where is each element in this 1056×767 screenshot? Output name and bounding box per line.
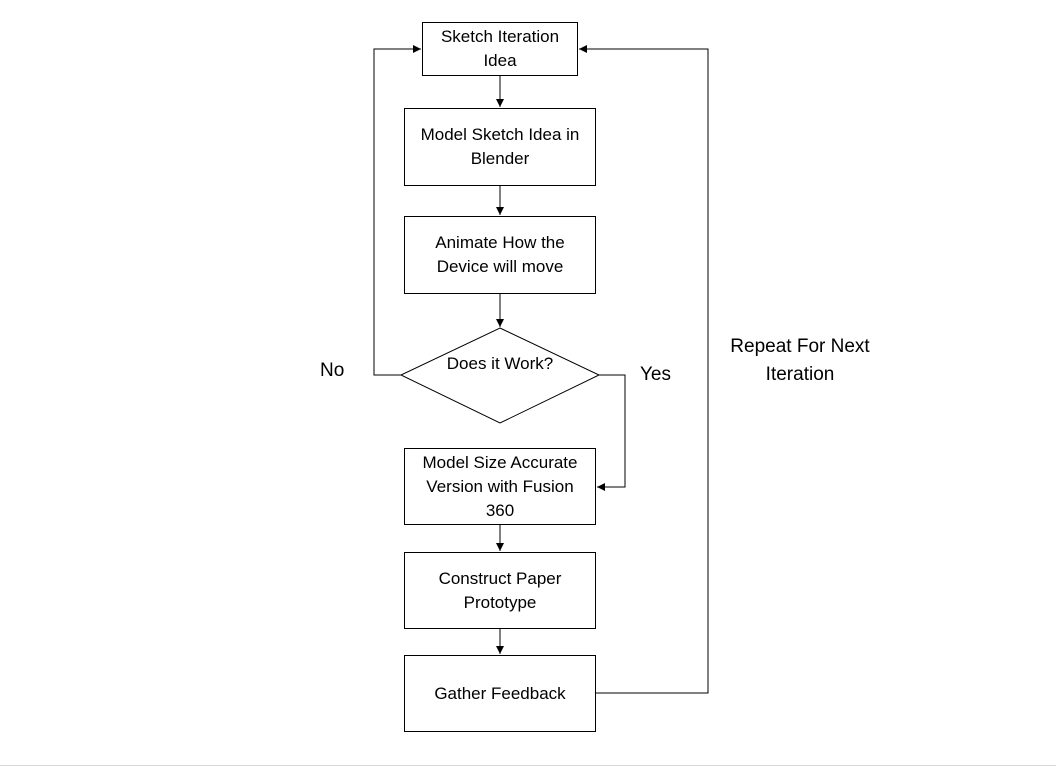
node-feedback-label: Gather Feedback: [434, 683, 566, 703]
label-repeat-next-iteration: Repeat For Next Iteration: [730, 336, 870, 385]
node-model-blender: Model Sketch Idea in Blender: [404, 108, 596, 186]
decision-label: Does it Work?: [446, 354, 554, 373]
arrow-yes-path: [597, 374, 626, 491]
arrow-repeat-loop: [579, 45, 709, 694]
node-fusion: Model Size Accurate Version with Fusion …: [404, 448, 596, 525]
decision-diamond: [399, 327, 601, 424]
node-animate: Animate How the Device will move: [404, 216, 596, 294]
node-gather-feedback: Gather Feedback: [404, 655, 596, 732]
bottom-divider: [0, 765, 1056, 766]
node-sketch-label: Sketch Iteration Idea: [440, 27, 560, 70]
node-model-blender-label: Model Sketch Idea in Blender: [420, 125, 580, 168]
node-paper-label: Construct Paper Prototype: [438, 568, 562, 612]
node-paper-prototype: Construct Paper Prototype: [404, 552, 596, 629]
node-fusion-label: Model Size Accurate Version with Fusion …: [422, 452, 578, 520]
arrow-no-loop: [373, 45, 421, 376]
node-sketch-iteration-idea: Sketch Iteration Idea: [422, 22, 578, 76]
label-no: No: [320, 360, 345, 381]
label-yes: Yes: [640, 364, 671, 385]
node-animate-label: Animate How the Device will move: [435, 233, 565, 276]
